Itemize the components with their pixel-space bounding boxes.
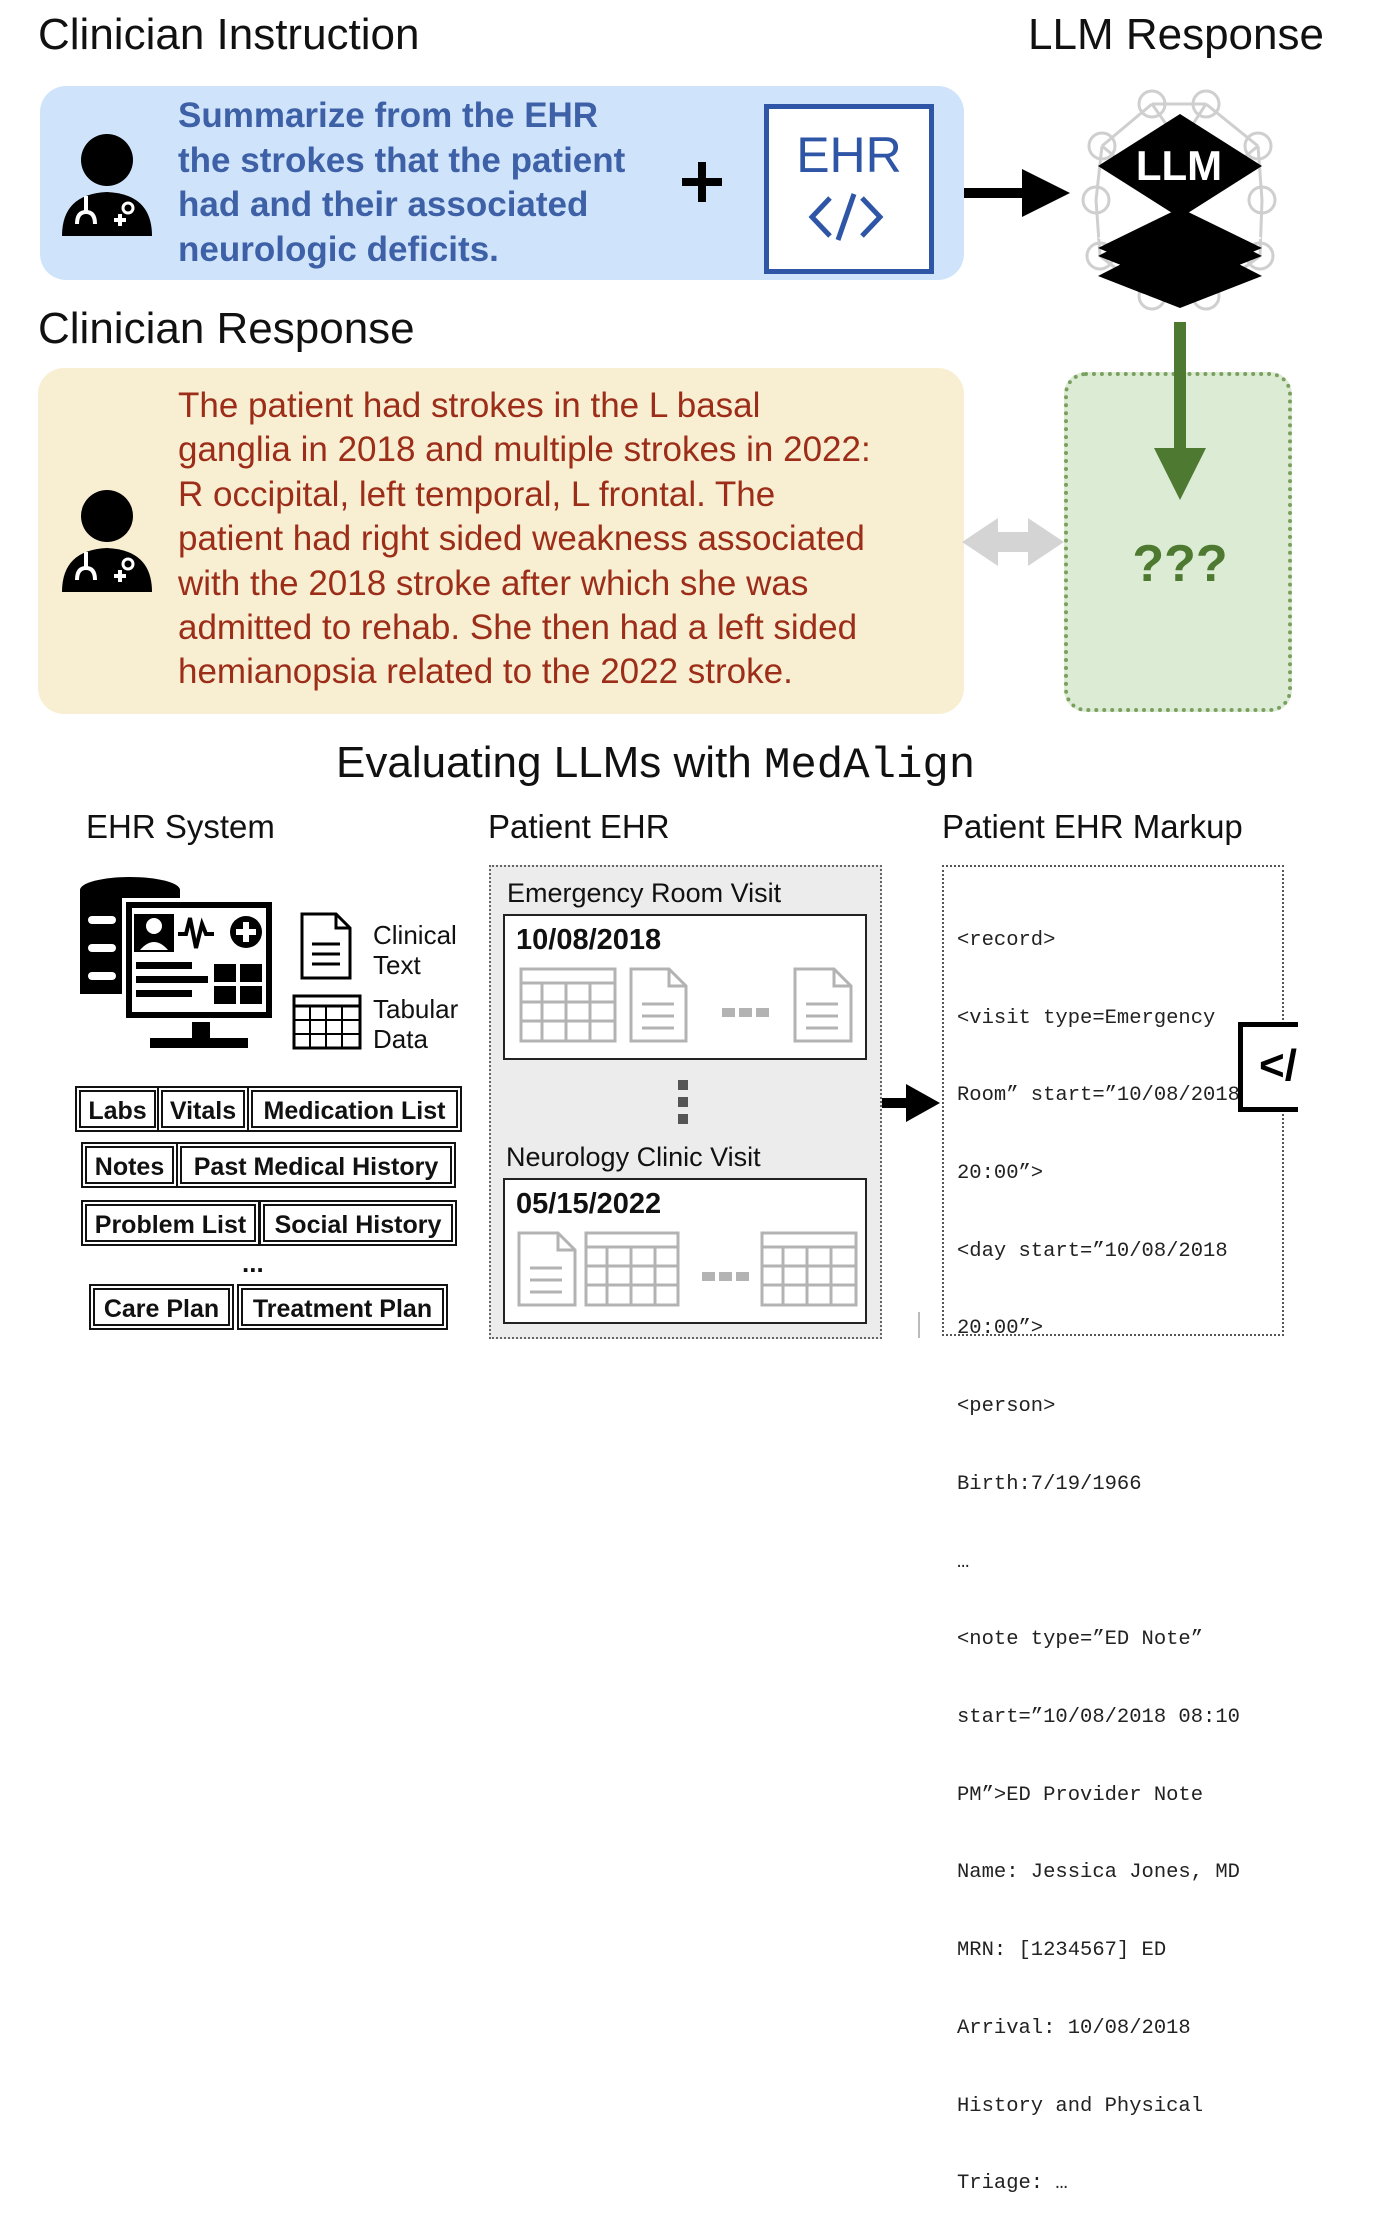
category-past-medical-history: Past Medical History [180,1146,452,1184]
markup-line: Arrival: 10/08/2018 [957,2016,1191,2040]
markup-line: start=”10/08/2018 08:10 [957,1706,1240,1729]
markup-line: Name: Jessica Jones, MD [957,1861,1240,1885]
category-vitals: Vitals [161,1090,245,1128]
markup-line: Room” start=”10/08/2018 [957,1084,1240,1108]
response-text: The patient had strokes in the L basal g… [178,384,938,695]
markup-line: <note type=”ED Note” [957,1628,1204,1652]
visit-date: 05/15/2022 [516,1188,662,1220]
markup-line: Triage: … [957,2172,1068,2196]
response-line: hemianopsia related to the 2022 stroke. [178,652,793,692]
markup-text: <record> <visit type=Emergency Room” sta… [957,876,1277,2223]
markup-line: 20:00”> [957,1317,1044,1341]
doctor-icon [62,490,152,592]
category-problem-list: Problem List [85,1204,256,1242]
markup-line: PM”>ED Provider Note [957,1783,1204,1807]
markup-title: Patient EHR Markup [942,808,1243,845]
patient-ehr-title: Patient EHR [488,808,670,845]
visit-records-icons [519,967,853,1043]
code-badge: </ [1238,1022,1298,1112]
visit-records-icons [517,1231,858,1307]
categories-ellipsis: ... [242,1248,264,1278]
instruction-line: the strokes that the patient [178,140,626,180]
table-icon [292,994,362,1050]
markup-line: <person> [957,1395,1056,1419]
markup-line: Birth:7/19/1966 [957,1472,1142,1496]
tabular-data-line: Data [373,1024,428,1054]
response-line: with the 2018 stroke after which she was [178,563,809,603]
category-medication-list: Medication List [251,1090,458,1128]
arrow-right-icon [882,1084,940,1122]
clinical-text-line: Text [373,950,421,980]
response-line: ganglia in 2018 and multiple strokes in … [178,430,871,470]
compare-arrow-icon [962,518,1064,566]
doctor-icon [62,134,152,236]
code-badge-glyph: </ [1259,1041,1297,1090]
vertical-ellipsis-icon [678,1080,688,1124]
document-icon [300,912,352,980]
category-labs: Labs [79,1090,156,1128]
separator-tick [918,1312,920,1338]
llm-response-header: LLM Response [1028,10,1324,59]
instruction-line: had and their associated [178,185,589,224]
category-treatment-plan: Treatment Plan [241,1288,444,1326]
response-line: patient had right sided weakness associa… [178,519,865,559]
ehr-computer-icon [80,877,276,1048]
tabular-data-line: Tabular [373,994,459,1024]
markup-line: <day start=”10/08/2018 [957,1239,1228,1263]
arrow-down-icon [1154,322,1206,500]
evaluation-title: Evaluating LLMs with MedAlign [336,738,975,791]
llm-output-text: ??? [1132,535,1228,593]
response-line: The patient had strokes in the L basal [178,386,761,425]
category-notes: Notes [85,1146,174,1184]
clinician-response-header: Clinician Response [38,304,415,353]
instruction-line: Summarize from the EHR [178,96,599,135]
markup-line: <visit type=Emergency [957,1006,1216,1030]
evaluation-title-name: MedAlign [764,741,976,791]
visit-date: 10/08/2018 [516,924,662,956]
clinical-text-label: Clinical Text [373,920,457,980]
category-social-history: Social History [263,1204,453,1242]
code-icon [808,193,884,241]
clinician-instruction-header: Clinician Instruction [38,10,420,59]
llm-badge: LLM [1135,142,1223,189]
response-panel [38,368,964,714]
tabular-data-label: Tabular Data [373,994,458,1054]
category-care-plan: Care Plan [93,1288,230,1326]
ehr-label: EHR [796,127,902,183]
markup-line: 20:00”> [957,1161,1044,1185]
response-line: admitted to rehab. She then had a left s… [178,608,858,648]
clinical-text-line: Clinical [373,920,457,950]
arrow-right-icon [964,169,1070,217]
ehr-system-title: EHR System [86,808,275,845]
markup-line: <record> [957,928,1056,952]
response-line: R occipital, left temporal, L frontal. T… [178,474,776,514]
instruction-line: neurologic deficits. [178,229,499,269]
markup-panel [942,865,1284,1336]
plus-icon [682,162,722,202]
ehr-document-box [764,104,934,274]
llm-icon [1081,89,1277,311]
markup-line: History and Physical [957,2094,1204,2118]
instruction-text: Summarize from the EHR the strokes that … [178,94,698,272]
markup-line: MRN: [1234567] ED [957,1939,1167,1963]
visit-name: Emergency Room Visit [507,878,782,908]
visit-name: Neurology Clinic Visit [506,1142,761,1172]
evaluation-title-prefix: Evaluating LLMs with [336,738,764,787]
markup-line: … [957,1550,970,1574]
